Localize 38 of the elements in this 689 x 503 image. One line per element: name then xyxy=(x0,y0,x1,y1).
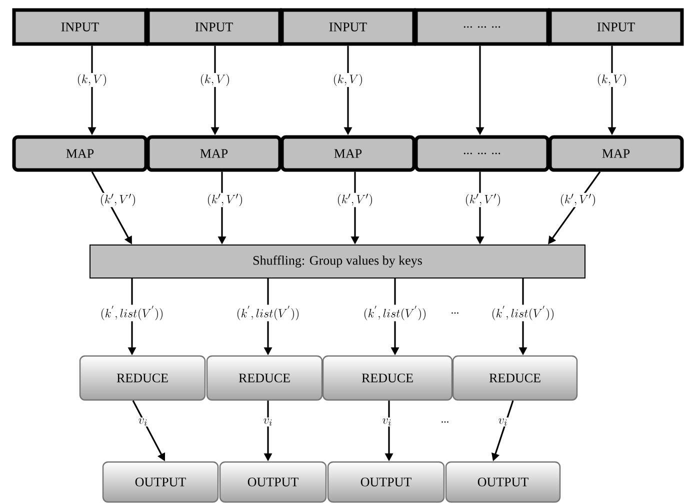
input-box: INPUT xyxy=(146,8,282,46)
edge-label: $(k^{'},list(V^{'}))$ xyxy=(362,304,428,322)
output-box: OUTPUT xyxy=(102,461,219,503)
reduce-box: REDUCE xyxy=(322,355,453,401)
reduce-box: REDUCE xyxy=(452,355,578,401)
edge-label: $(k,V)$ xyxy=(596,73,628,87)
map-box: ... ... ... xyxy=(414,135,550,172)
edge-label: $(k^{'},list(V^{'}))$ xyxy=(235,304,301,322)
edge-label: $(k',V')$ xyxy=(336,192,374,208)
output-box: OUTPUT xyxy=(445,461,561,503)
edge-label: $(k,V)$ xyxy=(332,73,364,87)
reduce-box: REDUCE xyxy=(206,355,323,401)
input-box: INPUT xyxy=(12,8,148,46)
map-box: MAP xyxy=(146,135,282,172)
edge-label: $(k^{'},list(V^{'}))$ xyxy=(490,304,556,322)
edge-label: $(k',V')$ xyxy=(558,192,598,208)
output-box: OUTPUT xyxy=(327,461,445,503)
edge-label: $(k',V')$ xyxy=(206,192,244,208)
output-box: OUTPUT xyxy=(219,461,327,503)
ellipsis-label: ... xyxy=(452,312,458,314)
map-box: MAP xyxy=(12,135,148,172)
input-box: ... ... ... xyxy=(414,8,550,46)
edge-label: $v_i$ xyxy=(262,418,274,426)
edge-label: $v_i$ xyxy=(381,418,393,426)
edge-label: $(k',V')$ xyxy=(464,192,502,208)
map-box: MAP xyxy=(280,135,416,172)
edge-label: $(k,V)$ xyxy=(198,73,232,87)
input-box: INPUT xyxy=(280,8,416,46)
input-box: INPUT xyxy=(548,8,684,46)
edge-label: $(k,V)$ xyxy=(76,73,108,87)
reduce-box: REDUCE xyxy=(79,355,206,401)
edge-label: $v_i$ xyxy=(137,418,149,426)
edge-label: $v_i$ xyxy=(497,418,509,426)
edge-label: $(k^{'},list(V^{'}))$ xyxy=(99,304,165,322)
edge-label: $(k',V')$ xyxy=(98,192,138,208)
shuffle-box: Shuffling: Group values by keys xyxy=(90,244,586,278)
map-box: MAP xyxy=(548,135,684,172)
ellipsis-label: ... xyxy=(442,421,448,423)
